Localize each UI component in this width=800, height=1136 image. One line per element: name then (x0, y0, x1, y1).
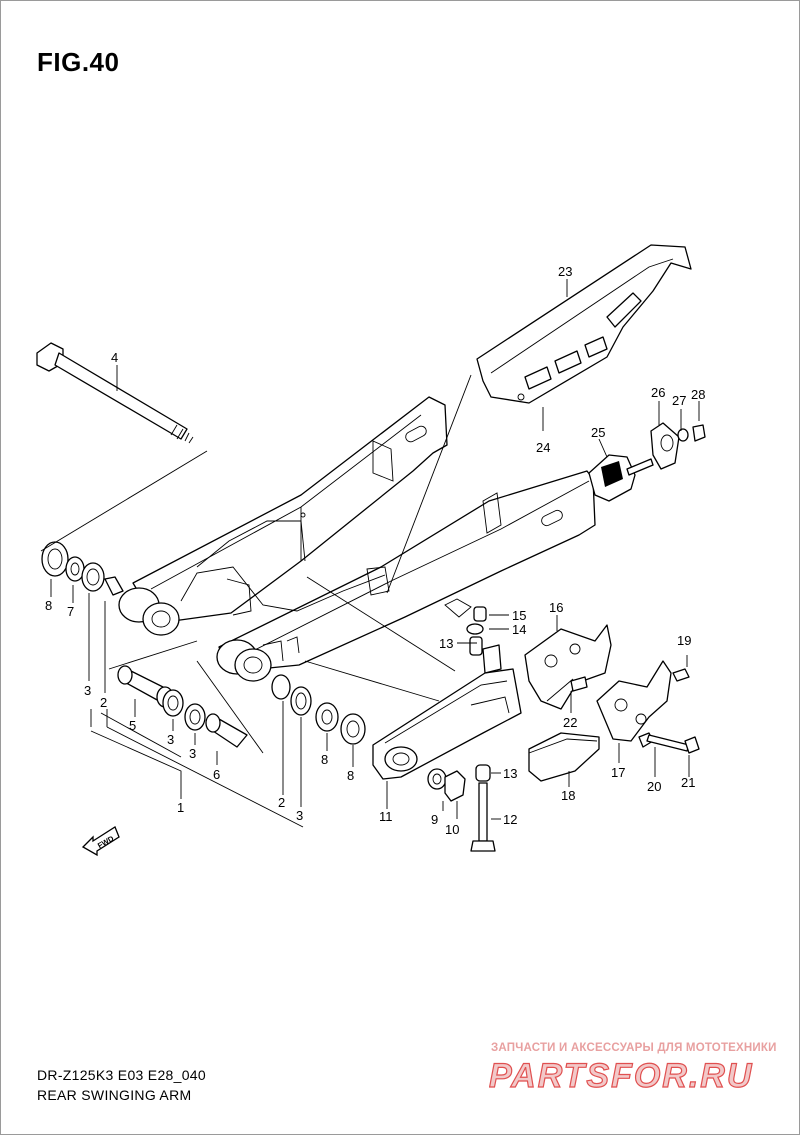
callout-18: 18 (561, 788, 575, 803)
center-spacers (117, 665, 248, 748)
callout-28: 28 (691, 387, 705, 402)
callout-8-left: 8 (45, 598, 52, 613)
bracket-17 (596, 660, 672, 742)
chain-adjuster (588, 422, 706, 502)
callout-13-lower: 13 (503, 766, 517, 781)
callout-25: 25 (591, 425, 605, 440)
callout-7-left: 7 (67, 604, 74, 619)
chain-guide-block (528, 732, 600, 782)
callout-10: 10 (445, 822, 459, 837)
callout-5: 5 (129, 718, 136, 733)
callout-22: 22 (563, 715, 577, 730)
callout-2-right: 2 (278, 795, 285, 810)
fwd-arrow: FWD (81, 826, 120, 857)
callout-labels: 4 23 24 25 26 27 28 15 14 13 16 19 22 13… (45, 264, 705, 837)
left-seal-set (41, 541, 124, 596)
callout-23: 23 (558, 264, 572, 279)
leader-lines (50, 279, 700, 820)
svg-text:PARTSFOR.RU: PARTSFOR.RU (489, 1057, 753, 1095)
model-code: DR-Z125K3 E03 E28_040 (37, 1067, 206, 1083)
callout-2-left: 2 (100, 695, 107, 710)
callout-3-right: 3 (296, 808, 303, 823)
callout-26: 26 (651, 385, 665, 400)
callout-24: 24 (536, 440, 550, 455)
swingarm-body (118, 396, 596, 682)
pivot-bolt (36, 342, 194, 444)
watermark-tagline: ЗАПЧАСТИ И АКСЕССУАРЫ ДЛЯ МОТОТЕХНИКИ (491, 1042, 777, 1054)
bracket-16 (524, 624, 612, 710)
callout-14: 14 (512, 622, 526, 637)
buffer-fasteners (427, 606, 496, 852)
callout-7-right: 8 (321, 752, 328, 767)
callout-16: 16 (549, 600, 563, 615)
callout-17: 17 (611, 765, 625, 780)
watermark-logo: PARTSFOR.RU (489, 1056, 753, 1095)
callout-3-left: 3 (84, 683, 91, 698)
callout-19: 19 (677, 633, 691, 648)
figure-title: FIG.40 (37, 47, 120, 77)
callout-1: 1 (177, 800, 184, 815)
callout-9: 9 (431, 812, 438, 827)
callout-6: 6 (213, 767, 220, 782)
callout-8-right: 8 (347, 768, 354, 783)
callout-11: 11 (379, 809, 393, 824)
bolts-19-20-21 (638, 668, 700, 754)
callout-21: 21 (681, 775, 695, 790)
callout-3-mid-a: 3 (167, 732, 174, 747)
callout-27: 27 (672, 393, 686, 408)
chain-buffer (372, 644, 522, 780)
callout-15: 15 (512, 608, 526, 623)
figure-caption: REAR SWINGING ARM (37, 1087, 192, 1103)
callout-20: 20 (647, 779, 661, 794)
guide-lines (40, 374, 574, 828)
callout-4: 4 (111, 350, 118, 365)
right-seal-set (271, 674, 366, 745)
callout-12: 12 (503, 812, 517, 827)
callout-3-mid-b: 3 (189, 746, 196, 761)
callout-13-upper: 13 (439, 636, 453, 651)
chain-guard (476, 244, 692, 404)
